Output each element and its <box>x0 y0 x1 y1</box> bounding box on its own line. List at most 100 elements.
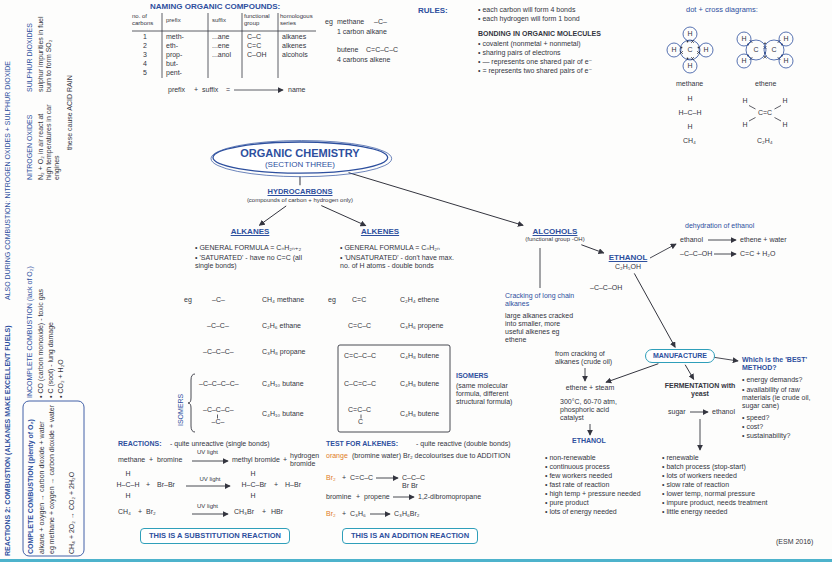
compound-heading: ETHANOLC₂H₅OH <box>606 252 651 271</box>
naming-arrow <box>234 90 283 91</box>
label-text: 4 <box>143 60 147 68</box>
text-label: eg methane + oxygen → carbon dioxide + w… <box>48 404 56 554</box>
text-label: H <box>687 123 692 131</box>
text-label: C=C <box>758 109 772 117</box>
text-label: + <box>149 456 153 464</box>
process-box: MANUFACTURE <box>645 349 715 363</box>
text-label: H <box>703 46 708 54</box>
label-text: C₄H₁₀ butane <box>262 410 304 418</box>
label-text: bromine <box>326 493 351 501</box>
label-text: prop- <box>166 51 182 59</box>
electron-cross <box>691 40 694 43</box>
bond-line <box>217 415 218 419</box>
label-text: sulphur impurities in fuel burn to form … <box>37 6 53 92</box>
label-text: • slow rate of reaction <box>662 481 729 489</box>
label-text: hydrogen bromide <box>290 452 322 468</box>
text-label: UV light <box>199 476 220 483</box>
text-label: –C–C–OH <box>590 284 622 292</box>
text-label: –C– <box>374 18 387 26</box>
text-label: H <box>125 470 130 478</box>
text-label: ethene <box>755 80 776 88</box>
text-label: ISOMERS <box>177 376 185 426</box>
label-text: –C–C–OH <box>590 284 622 292</box>
label-text: • pure product <box>545 499 589 507</box>
label-text: COMPLETE COMBUSTION (plenty of O₂) <box>27 404 35 554</box>
reaction-arrow <box>192 461 228 462</box>
label-text: C=C–C <box>348 322 371 330</box>
text-label: ...ene <box>212 42 230 50</box>
reaction-arrow <box>714 254 736 255</box>
text-label: H–C–H <box>117 481 140 489</box>
label-text: C=C <box>758 109 772 117</box>
label-text: • sharing pairs of electrons <box>478 49 561 57</box>
label-text: + <box>274 481 278 489</box>
text-label: suffix <box>202 86 218 94</box>
label-text: eg <box>184 296 192 304</box>
text-label: • availability of raw materials (ie crud… <box>742 386 826 410</box>
node-heading: ALKENES <box>361 227 399 236</box>
label-text: • — represents one shared pair of e⁻ <box>478 58 592 66</box>
text-label: + <box>146 481 150 489</box>
text-label: C₃H₈ propane <box>262 348 306 356</box>
ethene-dot-cross <box>746 40 766 60</box>
label-text: • = represents two shared pairs of e⁻ <box>478 67 592 75</box>
connector <box>349 173 524 226</box>
text-label: prop- <box>166 51 182 59</box>
text-label: • continuous process <box>545 463 610 471</box>
label-text: 1 <box>143 33 147 41</box>
reaction-box: THIS IS A SUBSTITUTION REACTION <box>140 528 290 545</box>
label-text: REACTIONS: <box>118 440 162 448</box>
text-label: C–C <box>247 33 261 41</box>
text-label: C₄H₁₀ butane <box>262 410 304 418</box>
label-text: • each hydrogen will form 1 bond <box>478 15 580 23</box>
bond-line <box>775 106 782 110</box>
text-label: methane <box>337 18 364 26</box>
label-text: C₄H₁₀ butane <box>262 380 304 388</box>
text-label: + <box>138 508 142 516</box>
label-text: sugar <box>668 408 686 416</box>
bond-line <box>749 106 756 110</box>
bond-line <box>218 106 782 419</box>
label-text: • availability of raw materials (ie crud… <box>742 386 826 410</box>
text-label: + <box>262 508 266 516</box>
label-text: + <box>342 474 346 482</box>
text-label: NAMING ORGANIC COMPOUNDS: <box>150 2 280 11</box>
text-label: INCOMPLETE COMBUSTION (lack of O₂) <box>26 248 34 398</box>
text-label: REACTIONS 2: COMBUSTION (ALKANES MAKE EX… <box>4 306 12 556</box>
label-text: UV light <box>197 503 218 510</box>
label-text: • cost? <box>742 423 763 431</box>
text-label: + <box>342 510 346 518</box>
text-label: name <box>288 86 306 94</box>
text-label: H <box>250 470 255 478</box>
text-label: C–OH <box>247 51 266 59</box>
text-label: 1 carbon alkane <box>337 28 387 36</box>
connector <box>321 206 365 226</box>
text-label: from cracking of alkanes (crude oil) <box>555 350 627 366</box>
label-text: –C– <box>374 18 387 26</box>
table-grid <box>208 13 209 78</box>
label-text: BONDING IN ORGANIC MOLECULES <box>478 30 601 38</box>
label-text: prefix <box>166 17 181 24</box>
label-text: Br₂ <box>326 510 336 518</box>
text-label: RULES: <box>418 6 448 15</box>
text-label: • = represents two shared pairs of e⁻ <box>478 67 592 75</box>
label-text: REACTIONS 2: COMBUSTION (ALKANES MAKE EX… <box>4 306 12 556</box>
text-label: • non-renewable <box>545 454 596 462</box>
text-label: bromine <box>157 456 182 464</box>
label-text: –C– <box>212 418 225 426</box>
label-text: C₃H₆ <box>350 510 366 518</box>
label-text: ALSO DURING COMBUSTION: NITROGEN OXIDES … <box>4 60 12 300</box>
node-body: C₂H₅OH <box>609 263 648 271</box>
text-label: • energy demands? <box>742 376 802 384</box>
reaction-arrow <box>585 368 586 381</box>
text-label: C₂H₆ ethane <box>262 322 301 330</box>
cloud-outline <box>211 141 392 177</box>
label-text: ethene <box>755 80 776 88</box>
text-label: • few workers needed <box>545 472 612 480</box>
text-label: dot + cross diagrams: <box>686 6 758 15</box>
table-grid <box>242 13 243 78</box>
text-label: C₃H₆ <box>350 510 366 518</box>
label-text: + <box>149 456 153 464</box>
reaction-arrow <box>650 244 676 258</box>
label-text: –C–C–C– <box>203 348 234 356</box>
